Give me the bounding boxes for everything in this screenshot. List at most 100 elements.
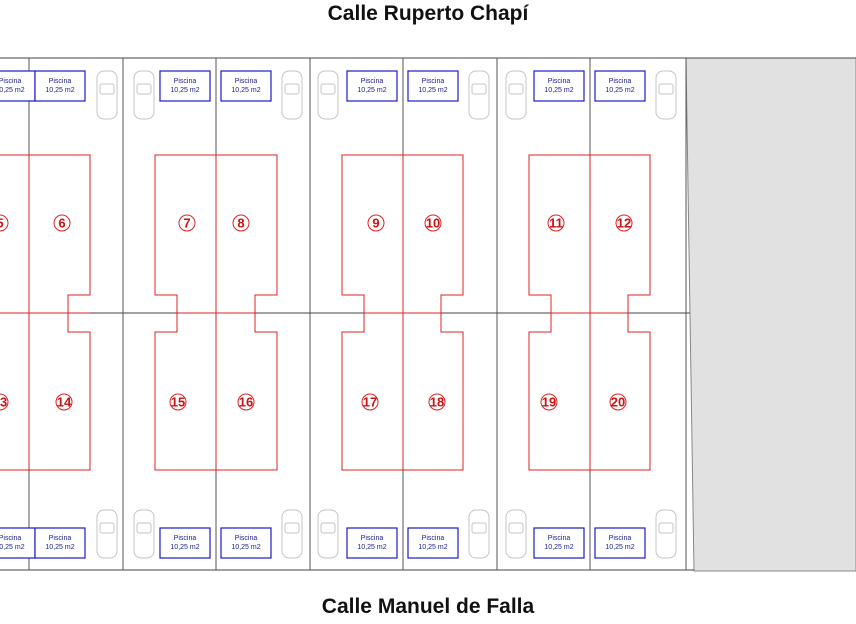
unit-number: 13 xyxy=(0,395,7,410)
car-icon xyxy=(468,509,490,559)
pool-outline xyxy=(533,70,585,102)
car-windshield xyxy=(471,83,487,95)
pool-label: Piscina xyxy=(609,535,632,542)
car-windshield xyxy=(136,522,152,534)
car-icon xyxy=(96,70,118,120)
lot-dividers xyxy=(28,58,687,570)
pool-outline xyxy=(407,70,459,102)
pool-outline xyxy=(34,70,86,102)
car-windshield xyxy=(320,83,336,95)
pool-label: Piscina xyxy=(422,78,445,85)
pool-label: Piscina xyxy=(0,535,21,542)
car-windshield xyxy=(508,83,524,95)
car-windshield xyxy=(658,83,674,95)
unit-number-circle xyxy=(615,214,633,232)
car-icon xyxy=(468,70,490,120)
pool-outline xyxy=(220,70,272,102)
unit-number-circle xyxy=(428,393,446,411)
pool-area: 10,25 m2 xyxy=(605,544,634,551)
pool-label: Piscina xyxy=(422,535,445,542)
car-windshield xyxy=(284,522,300,534)
car-icon xyxy=(133,70,155,120)
unit-number-circle xyxy=(169,393,187,411)
unit-number: 14 xyxy=(57,395,72,410)
reserved-plot-area xyxy=(685,57,856,572)
car-windshield xyxy=(99,83,115,95)
pool-label: Piscina xyxy=(174,78,197,85)
street-name-bottom: Calle Manuel de Falla xyxy=(321,595,535,618)
car-icon xyxy=(317,70,339,120)
pool-area: 10,25 m2 xyxy=(170,544,199,551)
car-windshield xyxy=(99,522,115,534)
pool-area: 10,25 m2 xyxy=(544,87,573,94)
unit-number: 18 xyxy=(430,395,444,410)
car-icon xyxy=(96,509,118,559)
pool-area: 10,25 m2 xyxy=(0,544,25,551)
street-name-top: Calle Ruperto Chapí xyxy=(327,2,529,25)
pool-area: 10,25 m2 xyxy=(418,544,447,551)
parking-spaces xyxy=(96,70,677,559)
pool-area: 10,25 m2 xyxy=(45,544,74,551)
house-outline xyxy=(0,154,91,313)
pool-label: Piscina xyxy=(49,535,72,542)
pool-outline xyxy=(0,70,36,102)
pools: Piscina 10,25 m2 Piscina 10,25 m2 Piscina 10,… xyxy=(0,70,646,559)
unit-number: 16 xyxy=(239,395,253,410)
unit-number-circle xyxy=(55,393,73,411)
pool-area: 10,25 m2 xyxy=(0,87,25,94)
pool-outline xyxy=(0,527,36,559)
pool-area: 10,25 m2 xyxy=(605,87,634,94)
pool-outline xyxy=(346,527,398,559)
car-windshield xyxy=(284,83,300,95)
car-icon xyxy=(317,509,339,559)
house-outline xyxy=(0,313,91,471)
pool-outline xyxy=(594,527,646,559)
car-icon xyxy=(281,70,303,120)
pool-label: Piscina xyxy=(0,78,21,85)
pool-label: Piscina xyxy=(174,535,197,542)
car-windshield xyxy=(508,522,524,534)
unit-number-circle xyxy=(0,393,9,411)
car-windshield xyxy=(136,83,152,95)
unit-number: 17 xyxy=(363,395,377,410)
pool-outline xyxy=(159,70,211,102)
unit-number-circle xyxy=(609,393,627,411)
unit-number-circle xyxy=(424,214,442,232)
unit-number-circle xyxy=(178,214,196,232)
unit-number-circle xyxy=(361,393,379,411)
pool-label: Piscina xyxy=(49,78,72,85)
pool-area: 10,25 m2 xyxy=(544,544,573,551)
unit-number: 11 xyxy=(549,216,563,231)
pool-label: Piscina xyxy=(361,535,384,542)
car-windshield xyxy=(471,522,487,534)
unit-number: 20 xyxy=(611,395,625,410)
pool-outline xyxy=(220,527,272,559)
unit-number-circle xyxy=(547,214,565,232)
pool-outline xyxy=(346,70,398,102)
unit-number-circle xyxy=(367,214,385,232)
pool-label: Piscina xyxy=(361,78,384,85)
house-footprints xyxy=(0,154,651,471)
unit-number: 12 xyxy=(617,216,631,231)
unit-number: 8 xyxy=(237,216,244,231)
car-icon xyxy=(505,70,527,120)
unit-number: 5 xyxy=(0,216,4,231)
car-icon xyxy=(281,509,303,559)
unit-numbers: 567891011121314151617181920 xyxy=(0,214,633,411)
pool-label: Piscina xyxy=(235,78,258,85)
unit-number: 7 xyxy=(183,216,190,231)
pool-outline xyxy=(594,70,646,102)
car-icon xyxy=(133,509,155,559)
pool-area: 10,25 m2 xyxy=(357,544,386,551)
pool-outline xyxy=(533,527,585,559)
unit-number-circle xyxy=(53,214,71,232)
unit-number: 9 xyxy=(372,216,379,231)
car-windshield xyxy=(658,522,674,534)
pool-area: 10,25 m2 xyxy=(231,87,260,94)
unit-number-circle xyxy=(232,214,250,232)
unit-number: 6 xyxy=(58,216,65,231)
unit-number: 15 xyxy=(171,395,185,410)
pool-label: Piscina xyxy=(548,78,571,85)
pool-area: 10,25 m2 xyxy=(231,544,260,551)
